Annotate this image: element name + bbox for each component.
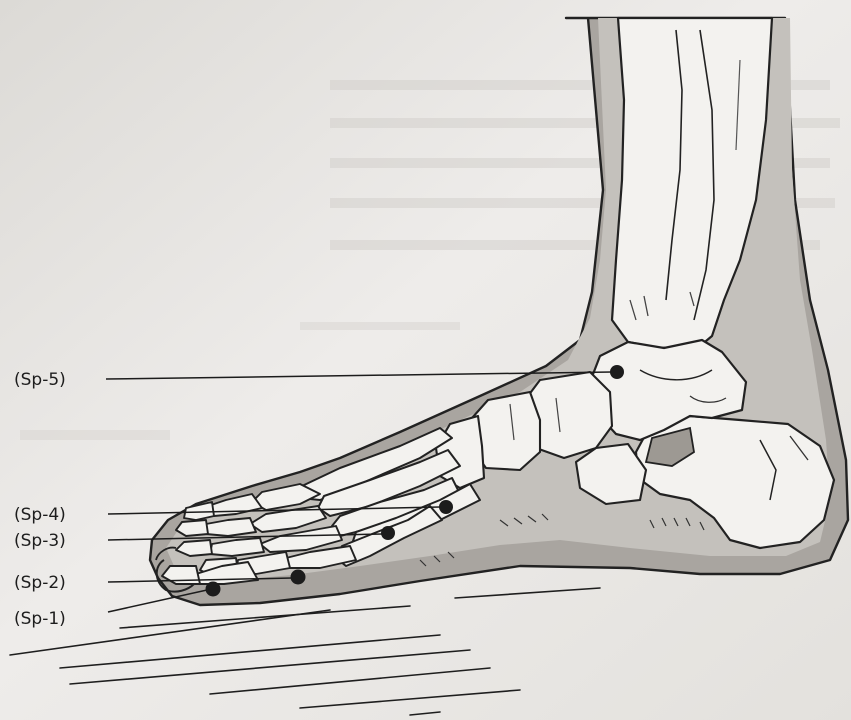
acupoint-sp2-dot	[291, 570, 306, 585]
acupoint-sp4-dot	[439, 500, 453, 514]
label-sp5: (Sp-5)	[14, 370, 66, 390]
label-sp4: (Sp-4)	[14, 505, 66, 525]
acupoint-sp1-dot	[206, 582, 221, 597]
label-sp3: (Sp-3)	[14, 531, 66, 551]
acupoint-sp5-dot	[610, 365, 624, 379]
label-sp2: (Sp-2)	[14, 573, 66, 593]
acupoint-sp3-dot	[381, 526, 395, 540]
label-sp1: (Sp-1)	[14, 609, 66, 629]
